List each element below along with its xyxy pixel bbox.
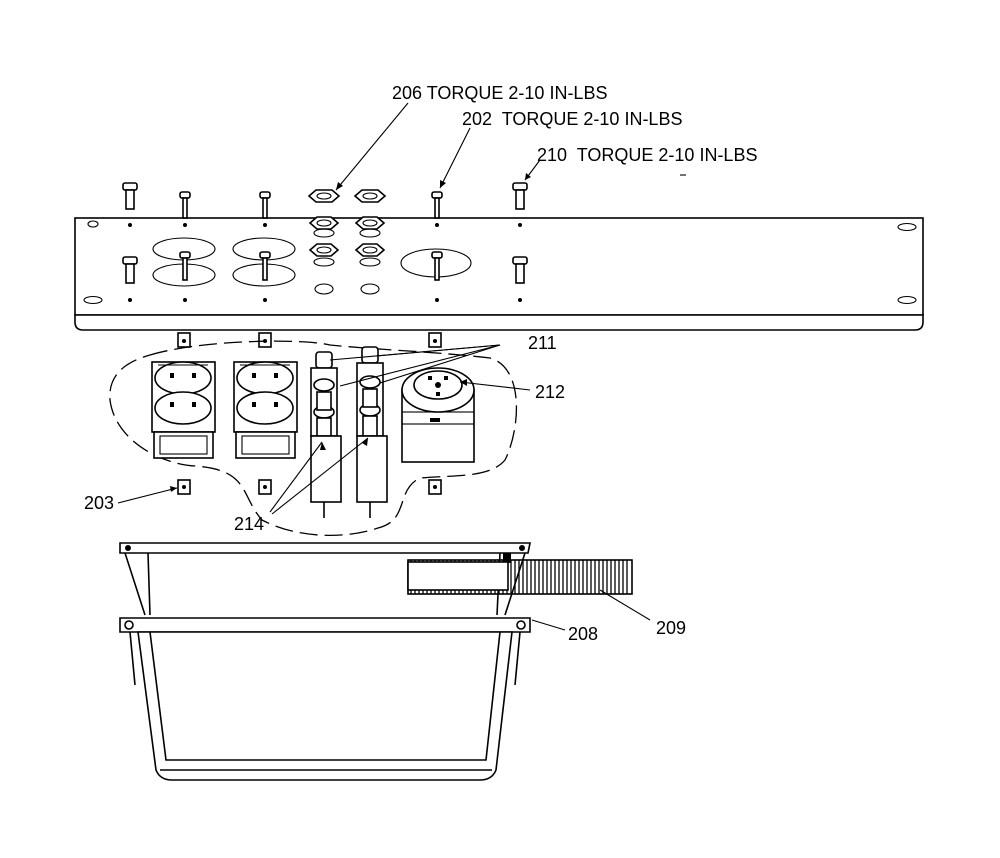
callout-203: 203 xyxy=(84,493,115,513)
twistlock-receptacle xyxy=(401,367,475,463)
callout-202: 202 TORQUE 2-10 IN-LBS xyxy=(462,110,682,128)
callout-211: 211 xyxy=(528,333,557,353)
callout-206-note: TORQUE 2-10 IN-LBS xyxy=(426,83,608,103)
callout-206-number: 206 xyxy=(392,83,423,103)
duplex-receptacle-right xyxy=(233,361,298,459)
duplex-receptacle-left xyxy=(151,361,216,459)
callout-202-number: 202 xyxy=(462,109,493,129)
breaker-right xyxy=(356,346,388,518)
callout-210: 210 TORQUE 2-10 IN-LBS xyxy=(537,146,757,164)
callout-208: 208 xyxy=(568,624,599,644)
nut-206-group xyxy=(307,189,387,267)
panel-plate xyxy=(74,217,924,331)
leader-lines xyxy=(117,102,651,631)
callout-202-note: TORQUE 2-10 IN-LBS xyxy=(501,109,683,129)
callout-206: 206 TORQUE 2-10 IN-LBS xyxy=(392,84,607,102)
screw-202-group xyxy=(179,191,443,281)
callout-212: 212 xyxy=(535,382,566,402)
enclosure-box xyxy=(119,542,531,781)
callout-210-number: 210 xyxy=(537,145,568,165)
callout-210-note: TORQUE 2-10 IN-LBS xyxy=(576,145,758,165)
breaker-left xyxy=(310,351,342,518)
clip-group xyxy=(177,332,442,495)
callout-214: 214 xyxy=(234,514,265,534)
screw-210-group xyxy=(122,182,528,284)
callout-209: 209 xyxy=(656,618,687,638)
